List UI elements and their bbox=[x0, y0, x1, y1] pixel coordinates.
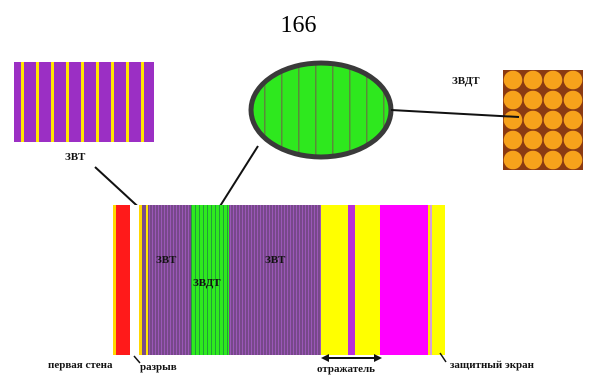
blanket-cross-section bbox=[113, 205, 450, 355]
first-wall-layer bbox=[113, 205, 116, 355]
shield-pointer bbox=[439, 352, 447, 363]
zvdt-top-label: ЗВДТ bbox=[452, 75, 480, 87]
shield-layer bbox=[432, 205, 445, 355]
magenta-layer bbox=[380, 205, 428, 355]
gap-label: разрыв bbox=[140, 361, 177, 373]
zvt-top-label: ЗВТ bbox=[65, 151, 86, 163]
shield-label: защитный экран bbox=[450, 359, 535, 371]
gap-layer bbox=[130, 205, 139, 355]
reflector-layer-1 bbox=[321, 205, 348, 355]
connector-right bbox=[390, 109, 520, 118]
zvdt-mid-label: ЗВДТ bbox=[193, 277, 221, 289]
first-wall-label: первая стена bbox=[48, 359, 113, 371]
zvdt-zoom-ellipse bbox=[248, 60, 394, 160]
reflector-label: отражатель bbox=[317, 363, 375, 375]
page-number: 166 bbox=[280, 12, 317, 38]
zvt-right-label: ЗВТ bbox=[265, 254, 286, 266]
pebble-bed-tile bbox=[503, 70, 583, 170]
gap-pointer bbox=[133, 355, 141, 364]
zvt-sample-tile bbox=[14, 62, 154, 142]
zvt-layer-left bbox=[148, 205, 191, 355]
zvt-left-label: ЗВТ bbox=[156, 254, 177, 266]
zvdt-layer bbox=[191, 205, 229, 355]
reflector-layer-2 bbox=[355, 205, 380, 355]
zvt-layer-right bbox=[229, 205, 321, 355]
reflector-arrow bbox=[321, 354, 382, 362]
